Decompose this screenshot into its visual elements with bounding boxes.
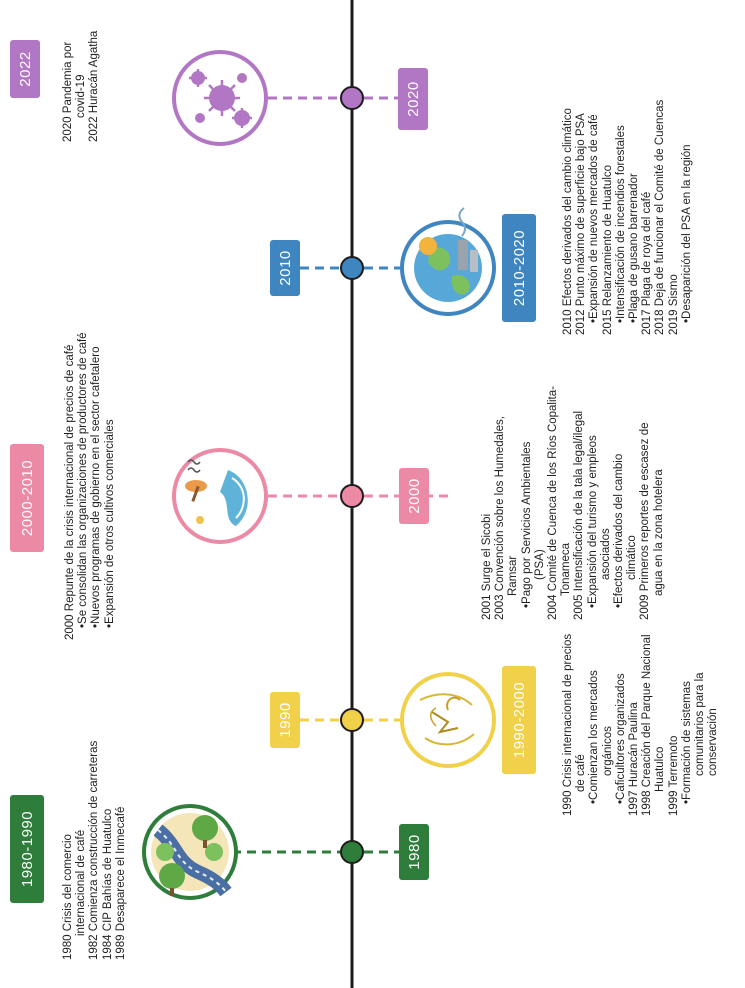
events-1980-1990: 1980 Crisis del comercio internacional d… xyxy=(62,741,128,960)
forest-road-icon xyxy=(142,804,238,900)
event-line: 2020 Pandemia por xyxy=(62,41,74,142)
event-line: 2015 Relanzamiento de Huatulco xyxy=(601,164,614,335)
event-line: 2005 Intensificación de la tala legal/il… xyxy=(573,410,586,620)
node-1980 xyxy=(340,840,364,864)
event-line: Expansión del turismo y empleos xyxy=(587,386,600,620)
event-line: Comienzan los mercados xyxy=(588,634,601,816)
event-line: Se consolidan las organizaciones de prod… xyxy=(77,332,90,640)
climate-earth-icon xyxy=(400,207,496,316)
event-line: Pago por Servicios Ambientales xyxy=(521,386,534,620)
event-line: 2004 Comité de Cuenca de los Ríos Copali… xyxy=(547,386,560,620)
event-line: Desaparición del PSA en la región xyxy=(681,100,694,335)
badge-period-1980-1990: 1980-1990 xyxy=(10,795,44,903)
event-line: climático xyxy=(626,535,639,580)
event-line: 1980 Crisis del comercio xyxy=(62,834,74,960)
event-line: agua en la zona hotelera xyxy=(652,469,665,596)
event-line: Huatulco xyxy=(654,746,667,792)
events-2000-top: 2000 Repunte de la crisis internacional … xyxy=(64,332,117,640)
event-line: 2000 Repunte de la crisis internacional … xyxy=(64,344,76,640)
event-line: covid-19 xyxy=(75,74,88,118)
event-line: 2017 Plaga de roya del café xyxy=(641,191,654,335)
event-line: Nuevos programas de gobierno en el secto… xyxy=(90,332,103,640)
event-line: 1984 CIP Bahías de Huatulco xyxy=(101,808,114,960)
event-line: Caficultores organizados xyxy=(615,634,628,816)
events-1990-2000: 1990 Crisis internacional de precios de … xyxy=(562,634,720,816)
event-line: Ramsar xyxy=(507,555,520,596)
event-line: Intensificación de incendios forestales xyxy=(615,100,628,335)
event-line: 2018 Deja de funcionar el Comité de Cuen… xyxy=(654,99,667,335)
event-line: 1997 Huracán Paulina xyxy=(628,702,641,816)
badge-period-2000-2010: 2000-2010 xyxy=(10,444,44,552)
event-line: 2001 Surge el Sicobi xyxy=(481,513,493,620)
event-line: 1982 Comienza construcción de carreteras xyxy=(88,740,101,960)
event-line: de café xyxy=(575,754,588,792)
badge-year-1990: 1990 xyxy=(270,692,300,748)
badge-year-2010: 2010 xyxy=(270,240,300,296)
badge-period-2010-2020: 2010-2020 xyxy=(502,214,536,322)
node-2020 xyxy=(340,86,364,110)
badge-year-1980: 1980 xyxy=(399,824,429,880)
event-line: orgánicos xyxy=(601,726,614,776)
event-line: 2003 Convención sobre los Humedales, xyxy=(494,416,507,620)
node-1990 xyxy=(340,708,364,732)
hurricane-coast-icon xyxy=(400,672,496,768)
node-2000 xyxy=(340,484,364,508)
badge-year-2000: 2000 xyxy=(399,468,429,524)
event-line: 2019 Sismo xyxy=(667,274,680,335)
wave-tree-icon xyxy=(172,448,268,544)
event-line: internacional de café xyxy=(75,829,88,936)
badge-period-1990-2000: 1990-2000 xyxy=(502,666,536,774)
event-line: Formación de sistemas xyxy=(681,634,694,816)
events-2020-2022: 2020 Pandemia por covid-19 2022 Huracán … xyxy=(62,31,102,142)
event-line: 2009 Primeros reportes de escasez de xyxy=(639,422,652,620)
event-line: Expansión de otros cultivos comerciales xyxy=(104,332,117,640)
event-line: 1989 Desaparece el Inmecafé xyxy=(114,806,127,960)
event-line: Tonameca xyxy=(560,542,573,596)
event-line: 1998 Creación del Parque Nacional xyxy=(641,634,654,816)
event-line: comunitarios para la xyxy=(694,672,707,776)
events-2000-bottom: 2001 Surge el Sicobi 2003 Convención sob… xyxy=(481,386,666,620)
event-line: 2010 Efectos derivados del cambio climát… xyxy=(562,108,574,335)
event-line: asociados xyxy=(599,528,612,580)
event-line: Efectos derivados del cambio xyxy=(613,386,626,620)
event-line: conservación xyxy=(707,708,720,776)
event-line: Plaga de gusano barrenador xyxy=(628,100,641,335)
node-2010 xyxy=(340,256,364,280)
virus-icon xyxy=(172,50,268,146)
events-2010-2020: 2010 Efectos derivados del cambio climát… xyxy=(562,100,694,335)
event-line: 2022 Huracán Agatha xyxy=(88,30,101,142)
badge-year-2020: 2020 xyxy=(398,68,428,130)
badge-period-2022: 2022 xyxy=(10,40,40,98)
event-line: 2012 Punto máximo de superficie bajo PSA xyxy=(575,113,588,335)
event-line: Expansión de nuevos mercados de café xyxy=(588,100,601,335)
event-line: 1999 Terremoto xyxy=(667,735,680,816)
event-line: (PSA) xyxy=(533,549,546,580)
event-line: 1990 Crisis internacional de precios xyxy=(562,633,574,816)
